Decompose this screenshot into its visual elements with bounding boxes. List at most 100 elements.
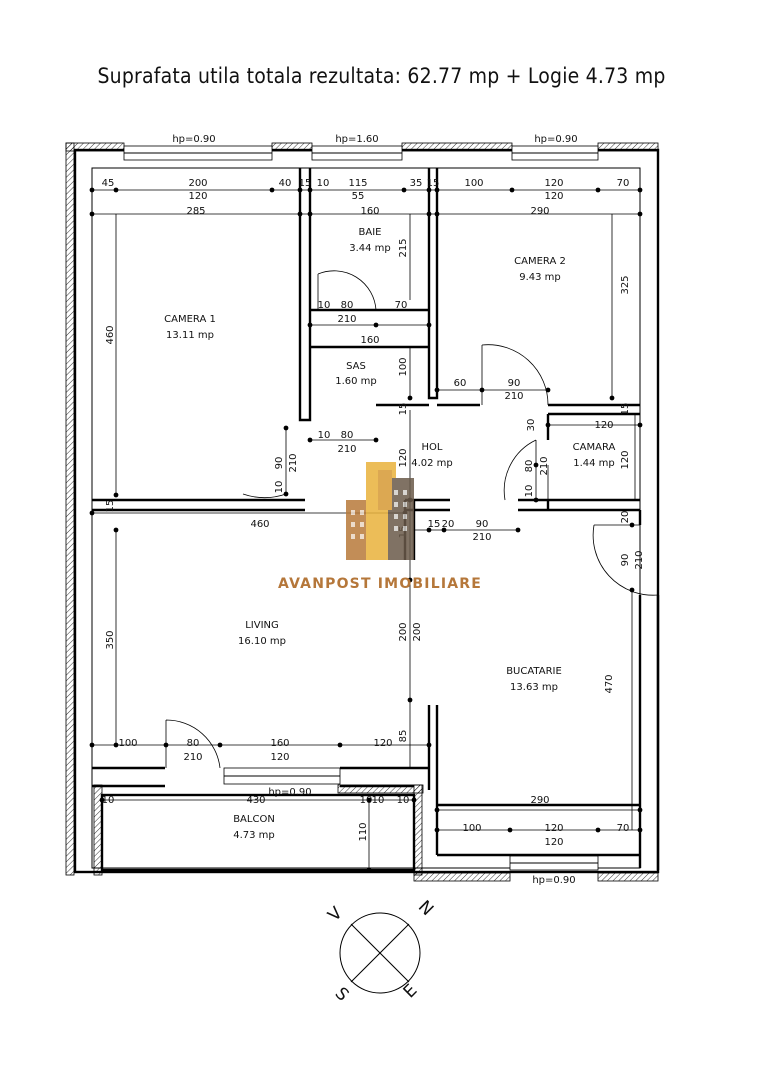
svg-text:210: 210 [634,550,645,569]
svg-text:hp=1.60: hp=1.60 [335,134,378,145]
svg-text:115: 115 [348,178,367,189]
svg-text:160: 160 [270,738,289,749]
svg-text:210: 210 [337,314,356,325]
svg-text:10: 10 [372,795,385,806]
svg-text:210: 210 [288,453,299,472]
room-area-sas: 1.60 mp [335,376,377,387]
windows [123,145,599,871]
svg-text:100: 100 [462,823,481,834]
svg-text:80: 80 [187,738,200,749]
compass-s: S [331,984,353,1006]
room-name-baie: BAIE [359,227,382,238]
svg-text:55: 55 [352,191,365,202]
window-heights: hp=0.90 hp=1.60 hp=0.90 hp=0.90 hp=0.90 [172,134,577,886]
svg-text:120: 120 [594,420,613,431]
svg-text:10: 10 [524,485,535,498]
room-area-camera2: 9.43 mp [519,272,561,283]
svg-text:470: 470 [604,674,615,693]
svg-text:215: 215 [398,238,409,257]
svg-text:210: 210 [539,456,550,475]
svg-text:90: 90 [476,519,489,530]
svg-text:120: 120 [188,191,207,202]
room-name-hol: HOL [422,442,443,453]
svg-text:460: 460 [105,325,116,344]
room-area-living: 16.10 mp [238,636,286,647]
svg-text:15: 15 [105,500,116,513]
svg-text:290: 290 [530,206,549,217]
svg-text:120: 120 [373,738,392,749]
svg-text:110: 110 [358,822,369,841]
svg-text:10: 10 [102,795,115,806]
room-name-camara: CAMARA [573,442,616,453]
svg-text:15: 15 [427,178,440,189]
svg-text:hp=0.90: hp=0.90 [534,134,577,145]
building-logo-icon [346,462,414,560]
room-area-balcon: 4.73 mp [233,830,275,841]
svg-text:hp=0.90: hp=0.90 [172,134,215,145]
svg-text:70: 70 [395,300,408,311]
room-name-sas: SAS [346,361,366,372]
svg-text:10: 10 [360,795,373,806]
svg-text:hp=0.90: hp=0.90 [532,875,575,886]
svg-text:15: 15 [620,403,631,416]
svg-text:290: 290 [530,795,549,806]
compass-v: V [324,903,347,926]
svg-text:10: 10 [318,430,331,441]
svg-text:90: 90 [274,457,285,470]
compass-icon: N V S E [324,897,437,1005]
room-area-bucatarie: 13.63 mp [510,682,558,693]
svg-text:15: 15 [398,403,409,416]
room-labels: CAMERA 1 13.11 mp BAIE 3.44 mp CAMERA 2 … [164,227,615,841]
svg-text:100: 100 [398,357,409,376]
svg-text:80: 80 [524,460,535,473]
svg-text:200: 200 [412,622,423,641]
svg-text:30: 30 [526,419,537,432]
svg-text:325: 325 [620,275,631,294]
svg-text:200: 200 [398,622,409,641]
svg-text:120: 120 [620,450,631,469]
svg-text:285: 285 [186,206,205,217]
svg-text:120: 120 [544,178,563,189]
svg-text:90: 90 [508,378,521,389]
compass-n: N [414,897,437,920]
svg-text:160: 160 [360,335,379,346]
room-name-bucatarie: BUCATARIE [506,666,562,677]
svg-text:120: 120 [270,752,289,763]
logo-text: AVANPOST IMOBILIARE [278,576,482,592]
svg-text:15: 15 [299,178,312,189]
svg-text:70: 70 [617,178,630,189]
svg-text:120: 120 [544,823,563,834]
svg-text:430: 430 [246,795,265,806]
svg-text:120: 120 [398,448,409,467]
dimension-lines [92,189,640,870]
room-name-living: LIVING [245,620,279,631]
dimension-dots [89,187,643,873]
svg-text:80: 80 [341,300,354,311]
svg-text:10: 10 [274,481,285,494]
svg-text:210: 210 [183,752,202,763]
svg-text:35: 35 [410,178,423,189]
svg-text:80: 80 [341,430,354,441]
room-name-balcon: BALCON [233,814,275,825]
svg-text:210: 210 [504,391,523,402]
svg-text:120: 120 [544,837,563,848]
room-area-hol: 4.02 mp [411,458,453,469]
svg-text:210: 210 [472,532,491,543]
page-title: Suprafata utila totala rezultata: 62.77 … [97,64,666,88]
svg-text:350: 350 [105,630,116,649]
svg-text:45: 45 [102,178,115,189]
compass-e: E [400,981,422,1003]
svg-text:85: 85 [398,730,409,743]
svg-text:90: 90 [620,554,631,567]
room-name-camera1: CAMERA 1 [164,314,216,325]
room-name-camera2: CAMERA 2 [514,256,566,267]
svg-text:40: 40 [279,178,292,189]
svg-text:70: 70 [617,823,630,834]
svg-text:100: 100 [118,738,137,749]
svg-text:210: 210 [337,444,356,455]
svg-text:20: 20 [620,511,631,524]
room-area-camera1: 13.11 mp [166,330,214,341]
svg-text:20: 20 [442,519,455,530]
room-area-camara: 1.44 mp [573,458,615,469]
